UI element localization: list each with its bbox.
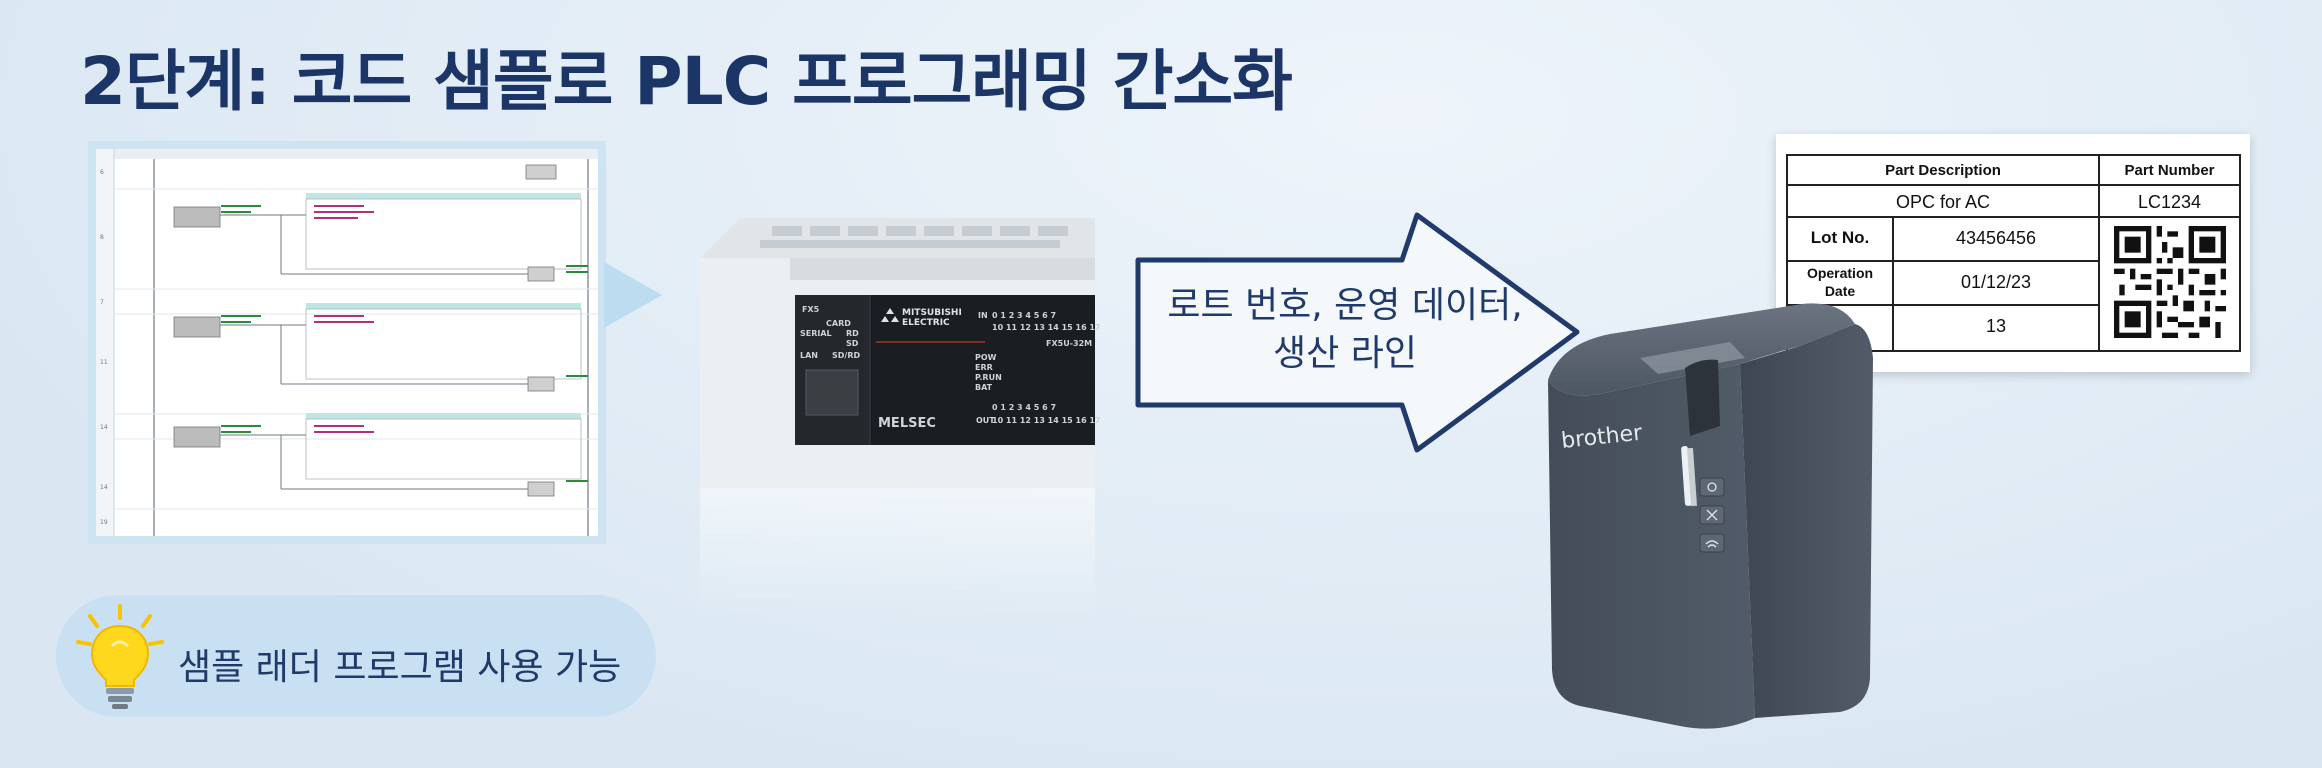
- plc-in-row2: 10 11 12 13 14 15 16 17: [992, 323, 1101, 332]
- operation-date-label-line1: Operation: [1806, 265, 1874, 281]
- svg-text:6: 6: [100, 169, 104, 176]
- lot-no-label: Lot No.: [1810, 228, 1870, 247]
- tip-text: 샘플 래더 프로그램 사용 가능: [178, 647, 622, 688]
- operation-date-value: 01/12/23: [1960, 272, 2032, 292]
- svg-text:14: 14: [100, 484, 108, 491]
- svg-text:8: 8: [100, 234, 104, 241]
- plc-series-label: FX5: [802, 305, 820, 314]
- plc-pow-label: POW: [975, 353, 997, 362]
- part-description-value: OPC for AC: [1895, 192, 1991, 212]
- plc-model-label: FX5U-32M: [1046, 339, 1092, 348]
- ladder-program-panel: 6 8 7 11 14 14 19: [88, 141, 606, 544]
- arrow-caption-line2: 생산 라인: [1273, 333, 1417, 374]
- plc-sdrd-label: SD/RD: [832, 351, 860, 360]
- arrow-caption-line1: 로트 번호, 운영 데이터,: [1167, 285, 1523, 326]
- callout-pointer: [604, 262, 662, 328]
- operation-date-label: Operation Date: [1788, 264, 1892, 300]
- operation-date-label-line2: Date: [1824, 283, 1856, 299]
- label-table: Part Description Part Number OPC for AC …: [1786, 154, 2241, 352]
- plc-out-row1: 0 1 2 3 4 5 6 7: [992, 403, 1056, 412]
- data-flow-arrow: [1135, 212, 1580, 453]
- plc-card-label: CARD: [826, 319, 851, 328]
- printer-power-button: [1699, 477, 1725, 497]
- line-value: 13: [1985, 316, 2007, 336]
- svg-text:19: 19: [100, 519, 108, 526]
- plc-prun-label: P.RUN: [975, 373, 1002, 382]
- lot-no-value: 43456456: [1955, 228, 2037, 248]
- plc-sd-label: SD: [846, 339, 859, 348]
- plc-rd-label: RD: [846, 329, 859, 338]
- plc-brand-line2: ELECTRIC: [902, 318, 950, 328]
- qr-code-icon: [2114, 226, 2226, 338]
- wifi-icon: [1705, 540, 1719, 548]
- plc-lan-label: LAN: [800, 351, 818, 360]
- plc-in-label: IN: [978, 311, 988, 320]
- part-number-value: LC1234: [2137, 192, 2202, 212]
- plc-out-row2: 10 11 12 13 14 15 16 17: [992, 416, 1101, 425]
- label-printer: brother: [1548, 303, 1873, 729]
- tip-badge: [56, 595, 656, 717]
- header-part-number: Part Number: [2124, 162, 2215, 179]
- lightbulb-icon: [76, 604, 164, 709]
- arrow-caption: 로트 번호, 운영 데이터, 생산 라인: [1150, 282, 1540, 378]
- header-part-description: Part Description: [1885, 162, 2001, 179]
- plc-device: FX5 CARD SERIAL RD SD LAN SD/RD MITSUBIS…: [700, 218, 1101, 618]
- plc-in-row1: 0 1 2 3 4 5 6 7: [992, 311, 1056, 320]
- ladder-diagram-graphic: 6 8 7 11 14 14 19: [96, 149, 598, 536]
- plc-serial-label: SERIAL: [800, 329, 832, 338]
- scissors-icon: [1706, 509, 1718, 521]
- plc-err-label: ERR: [975, 363, 993, 372]
- plc-melsec-logo: MELSEC: [878, 416, 936, 431]
- plc-brand-line1: MITSUBISHI: [902, 308, 962, 318]
- svg-text:7: 7: [100, 299, 104, 306]
- svg-text:11: 11: [100, 359, 108, 366]
- printer-wifi-button: [1699, 533, 1725, 553]
- plc-bat-label: BAT: [975, 383, 993, 392]
- power-icon: [1707, 482, 1717, 492]
- svg-text:14: 14: [100, 424, 108, 431]
- ladder-program-screenshot: 6 8 7 11 14 14 19: [96, 149, 598, 536]
- plc-out-label: OUT: [976, 416, 995, 425]
- page-title: 2단계: 코드 샘플로 PLC 프로그래밍 간소화: [80, 43, 1293, 120]
